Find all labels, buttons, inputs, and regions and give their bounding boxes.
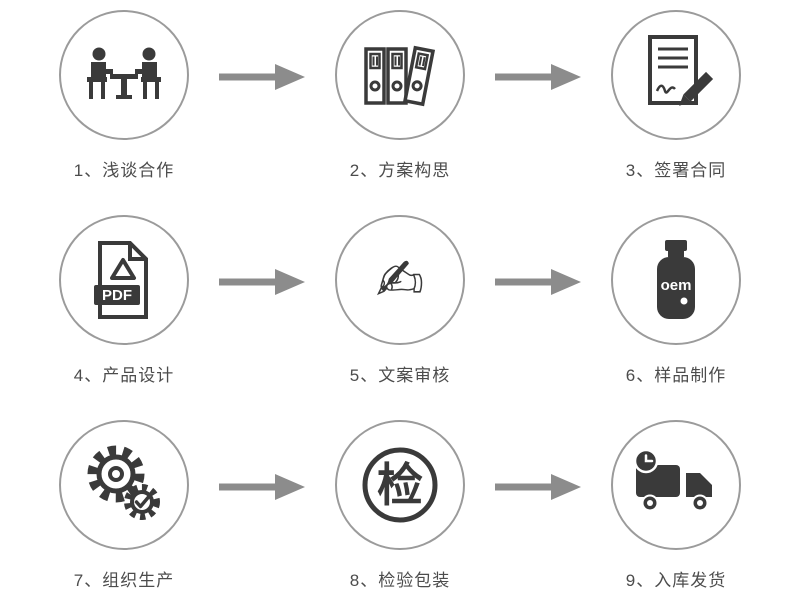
arrow-right-icon <box>495 474 581 500</box>
step-label: 5、文案审核 <box>349 366 451 385</box>
step-label: 6、样品制作 <box>625 366 727 385</box>
arrow-right-icon <box>219 474 305 500</box>
binders-icon <box>335 10 465 140</box>
writing-hand-icon: ✍ <box>335 215 465 345</box>
step-7: 7、组织生产 <box>29 420 219 591</box>
step-label: 2、方案构思 <box>349 161 451 180</box>
inspection-text: 检 <box>377 459 423 511</box>
flow-row-2: PDF 4、产品设计 ✍ 5、文案审核 <box>0 215 800 420</box>
step-5: ✍ 5、文案审核 <box>305 215 495 386</box>
arrow-right-icon <box>219 64 305 90</box>
pdf-document-icon: PDF <box>59 215 189 345</box>
step-1: 1、浅谈合作 <box>29 10 219 181</box>
step-6: oem 6、样品制作 <box>581 215 771 386</box>
writing-hand-glyph: ✍ <box>375 246 425 314</box>
inspection-stamp-icon: 检 <box>335 420 465 550</box>
step-label: 3、签署合同 <box>625 161 727 180</box>
meeting-icon <box>59 10 189 140</box>
delivery-truck-icon <box>611 420 741 550</box>
step-9: 9、入库发货 <box>581 420 771 591</box>
flow-row-1: 1、浅谈合作 <box>0 10 800 215</box>
pdf-text: PDF <box>102 287 132 304</box>
step-label: 8、检验包装 <box>349 571 451 590</box>
step-label: 9、入库发货 <box>625 571 727 590</box>
step-label: 4、产品设计 <box>73 366 175 385</box>
oem-text: oem <box>661 277 692 294</box>
step-4: PDF 4、产品设计 <box>29 215 219 386</box>
step-2: 2、方案构思 <box>305 10 495 181</box>
gears-icon <box>59 420 189 550</box>
arrow-right-icon <box>495 64 581 90</box>
oem-bottle-icon: oem <box>611 215 741 345</box>
step-8: 检 8、检验包装 <box>305 420 495 591</box>
arrow-right-icon <box>219 269 305 295</box>
step-3: 3、签署合同 <box>581 10 771 181</box>
arrow-right-icon <box>495 269 581 295</box>
step-label: 1、浅谈合作 <box>73 161 175 180</box>
flow-row-3: 7、组织生产 检 8、检验包装 <box>0 420 800 600</box>
step-label: 7、组织生产 <box>73 571 175 590</box>
contract-signing-icon <box>611 10 741 140</box>
